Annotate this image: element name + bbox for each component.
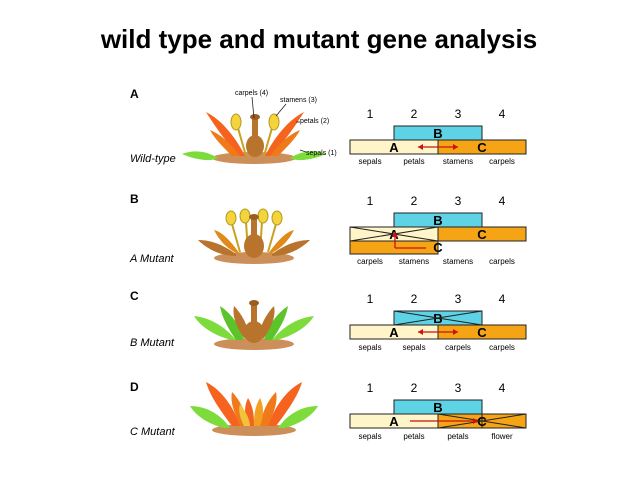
panel-a: A Wild-type carpels (4) stamens (3) pet [130,87,527,166]
a-expansion-arrow [410,418,478,424]
organ-label: carpels [489,343,515,352]
organ-label: sepals [402,343,425,352]
organ-label: carpels [357,257,383,266]
c-gene-label: C [477,325,487,340]
c-gene-box-knocked-out [481,413,527,429]
whorl-number: 1 [367,107,374,121]
organ-label: stamens [443,157,473,166]
organ-label: petals [403,157,424,166]
whorl-number: 3 [455,107,462,121]
petals-annotation: petals (2) [300,118,329,125]
c-gene-label: C [477,140,487,155]
wild-type-flower-illustration [182,112,326,164]
stamens-annotation: stamens (3) [280,97,317,104]
panel-letter: D [130,380,139,394]
panel-letter: B [130,192,139,206]
panel-label: A Mutant [129,253,175,265]
panel-letter: C [130,289,139,303]
whorl-number: 3 [455,292,462,306]
c-gene-box [437,226,527,242]
organ-label: sepals [358,432,381,441]
antagonism-arrow [418,144,458,150]
organ-label: flower [491,432,513,441]
c-mutant-flower-illustration [190,382,318,436]
a-gene-label: A [389,140,399,155]
whorl-number: 3 [455,194,462,208]
panel-letter: A [130,87,139,101]
whorl-number: 4 [499,194,506,208]
organ-label: stamens [443,257,473,266]
c-gene-expanded-box [349,240,439,255]
a-gene-label: A [389,325,399,340]
b-gene-label: B [433,126,442,141]
whorl-number: 2 [411,381,418,395]
organ-label: carpels [445,343,471,352]
organ-label: carpels [489,257,515,266]
antagonism-arrow [418,329,458,335]
c-gene-expanded-label: C [433,240,443,255]
flower-part-annotations: carpels (4) stamens (3) petals (2) sepal… [235,90,337,157]
whorl-number: 1 [367,292,374,306]
panel-b: B A Mutant 1 2 3 4 B A C [129,192,527,266]
a-mutant-flower-illustration [198,208,310,264]
slide-title: wild type and mutant gene analysis [100,24,538,54]
whorl-number: 2 [411,107,418,121]
b-mutant-flower-illustration [194,300,314,350]
a-gene-label: A [389,414,399,429]
whorl-number: 3 [455,381,462,395]
panel-label: C Mutant [130,426,176,438]
organ-label: sepals [358,157,381,166]
whorl-number: 1 [367,381,374,395]
whorl-number: 2 [411,292,418,306]
c-gene-label: C [477,227,487,242]
b-gene-label: B [433,400,442,415]
panel-d: D C Mutant 1 2 3 4 B A C [130,380,527,441]
whorl-number: 4 [499,381,506,395]
panel-label: B Mutant [130,337,175,349]
whorl-number: 2 [411,194,418,208]
b-knockout-cross [393,310,483,326]
whorl-number: 1 [367,194,374,208]
c-expansion-arrow [392,232,426,249]
organ-label: carpels [489,157,515,166]
whorl-number: 4 [499,292,506,306]
organ-label: stamens [399,257,429,266]
panel-c: C B Mutant 1 2 3 4 B A C [130,289,527,352]
carpels-annotation: carpels (4) [235,90,268,97]
b-gene-label: B [433,213,442,228]
whorl-number: 4 [499,107,506,121]
organ-label: petals [403,432,424,441]
sepals-annotation: sepals (1) [306,150,337,157]
c-knockout-cross [437,413,527,429]
panel-label: Wild-type [130,153,176,165]
organ-label: sepals [358,343,381,352]
organ-label: petals [447,432,468,441]
